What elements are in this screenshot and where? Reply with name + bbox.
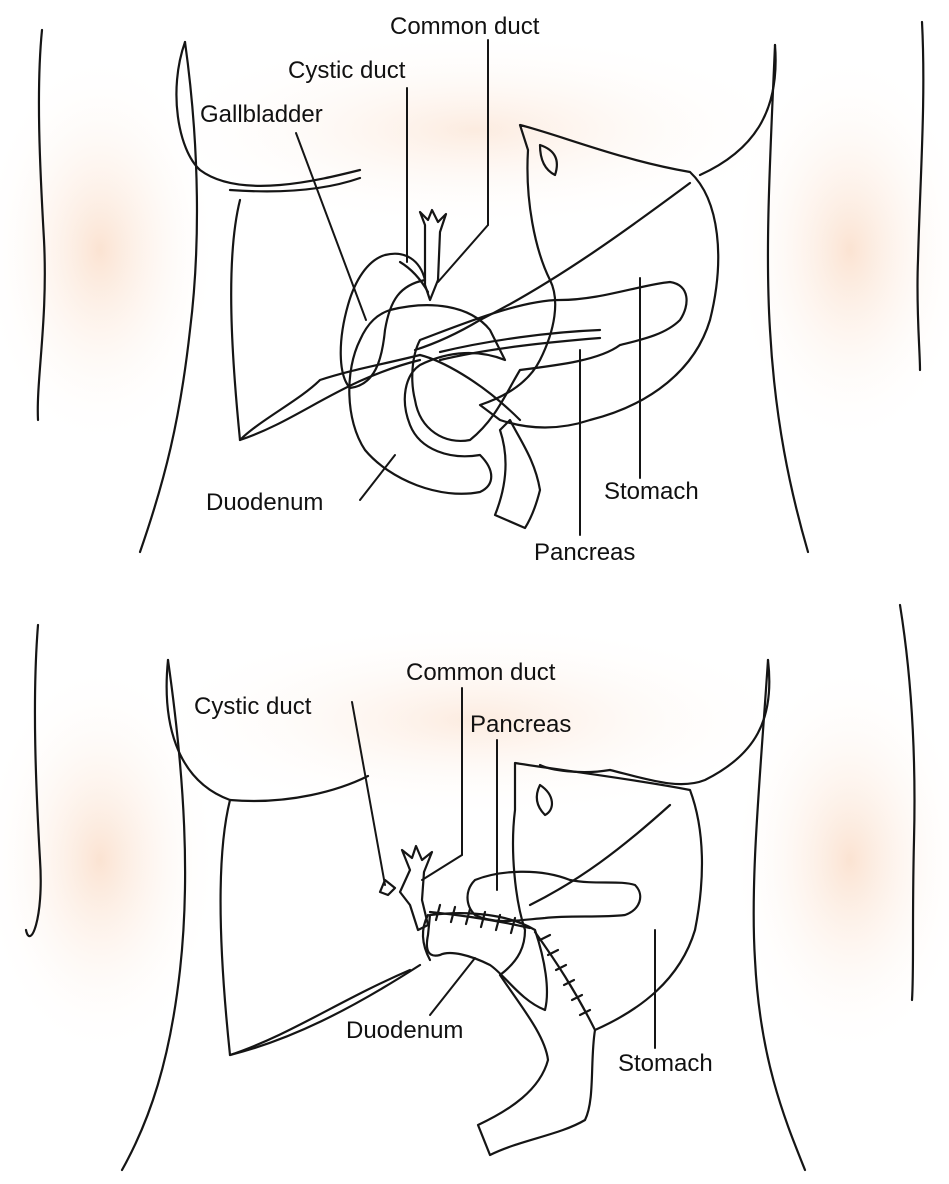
label-common-duct-bottom: Common duct <box>406 659 556 686</box>
suture-lines <box>421 903 597 1032</box>
pancreas-bottom <box>466 870 642 923</box>
pancreas <box>411 280 688 443</box>
torso-outline-bottom <box>24 603 916 1172</box>
label-stomach-bottom: Stomach <box>618 1050 713 1077</box>
torso-shading-bottom <box>0 620 949 1060</box>
label-pancreas-bottom: Pancreas <box>470 711 571 738</box>
leader-lines-bottom <box>351 687 656 1049</box>
duodenum <box>348 304 507 495</box>
top-panel: Common duct Cystic duct Gallbladder Duod… <box>0 13 949 566</box>
reference-lines-bottom <box>228 803 672 1057</box>
label-common-duct: Common duct <box>390 13 540 40</box>
stomach-bottom <box>476 761 704 1157</box>
reference-lines <box>238 181 692 442</box>
bile-ducts-bottom <box>378 844 434 932</box>
bile-ducts <box>398 208 448 302</box>
duodenum-bottom <box>425 912 549 1012</box>
bottom-panel: Common duct Cystic duct Pancreas Duodenu… <box>0 603 949 1172</box>
label-duodenum: Duodenum <box>206 489 323 516</box>
torso-outline <box>36 20 925 554</box>
label-cystic-duct-bottom: Cystic duct <box>194 693 312 720</box>
leader-lines <box>295 39 641 536</box>
label-duodenum-bottom: Duodenum <box>346 1017 463 1044</box>
label-cystic-duct: Cystic duct <box>288 57 406 84</box>
label-stomach: Stomach <box>604 478 699 505</box>
label-pancreas: Pancreas <box>534 539 635 566</box>
label-gallbladder: Gallbladder <box>200 101 323 128</box>
